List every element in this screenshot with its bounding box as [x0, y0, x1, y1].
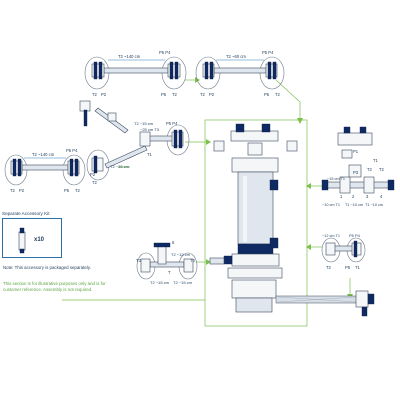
part-label: T2 [326, 265, 332, 270]
illustrative-note: This section is for illustrative purpose… [3, 281, 106, 292]
length-label: ~25 cm T3 [140, 127, 160, 132]
accessory-note: Note: This accessory is packaged separat… [3, 265, 91, 270]
accessory-quantity: x10 [34, 237, 45, 243]
length-label: ~15 cm T1 [327, 177, 345, 181]
part-label: P5 [161, 92, 167, 97]
length-label: T2 ~15 cm [173, 280, 193, 285]
part-label: T2 [200, 92, 206, 97]
part-label: P5 [264, 92, 270, 97]
length-label: ~12 cm T1 [322, 234, 340, 238]
filter-housing [209, 123, 298, 313]
part-label: P3 [353, 170, 359, 175]
pipe-assembly-top-left: T2 ~140 cm P5 P4 T2 P2 P5 T2 [84, 50, 187, 97]
part-label: T2 [75, 188, 81, 193]
pipe-assembly-left: T2 ~140 cm P5 P4 T2 P2 P5 T2 [4, 148, 86, 193]
part-label: P5 P4 [159, 50, 171, 55]
part-label: P5 P4 [262, 50, 274, 55]
accessory-part-icon [18, 227, 26, 254]
pipe-assembly-angled: T2 ~15 cm ~25 cm T3 T2 ~35 cm P5 P4 T1 P… [79, 100, 190, 185]
part-label: P5 P4 [166, 121, 178, 126]
part-label: 6 [172, 240, 175, 245]
tee-assembly-right: P1 P3 T1 T2 T2 ~15 cm T1 1 2 3 4 ~10 cm … [321, 126, 395, 207]
part-label: T2 [275, 92, 281, 97]
part-label: P2 [90, 172, 96, 177]
length-label: T2 ~15 cm [150, 280, 170, 285]
pipe-assembly-right-lower: ~12 cm T1 P5 P4 T2 P5 T1 [321, 233, 366, 270]
length-label: T2 ~60 cm [226, 54, 246, 59]
reference-leader-lines [62, 77, 353, 327]
part-label: T1 [355, 265, 361, 270]
length-label: T1 ~10 cm [365, 203, 383, 207]
part-label: T4 [190, 258, 196, 263]
part-label: 4 [380, 194, 383, 199]
length-label: T2 ~140 cm [32, 152, 55, 157]
assembly-frame [204, 119, 308, 327]
part-label: T2 [10, 188, 16, 193]
part-label: T1 [147, 152, 153, 157]
part-label: P2 [209, 92, 215, 97]
part-label: T3 [136, 258, 142, 263]
length-label: T2 ~35 cm [110, 164, 130, 169]
accessory-kit-box [2, 218, 62, 258]
part-label: 2 [352, 194, 355, 199]
part-label: P1 [353, 149, 359, 154]
part-label: 3 [366, 194, 369, 199]
part-label: T1 [373, 158, 379, 163]
part-label: P5 P4 [349, 233, 361, 238]
pipe-assembly-top-right: T2 ~60 cm P5 P4 T2 P2 P5 T2 [195, 50, 285, 97]
part-label: P5 [64, 188, 70, 193]
part-label: P5 [345, 265, 351, 270]
part-label: T [168, 270, 171, 275]
length-label: ~10 cm T1 [322, 203, 340, 207]
length-label: T1 ~10 cm [345, 203, 363, 207]
part-label: 1 [340, 194, 343, 199]
part-label: P5 P4 [66, 148, 78, 153]
length-label: T2 ~140 cm [118, 54, 141, 59]
length-label: T2 ~12 cm [171, 252, 191, 257]
part-label: T2 [92, 180, 98, 185]
length-label: T2 ~15 cm [134, 121, 154, 126]
accessory-kit-title: Separate Accessory Kit [2, 211, 50, 216]
part-label: T2 [92, 92, 98, 97]
part-label: T2 [367, 167, 373, 172]
braided-hose [275, 290, 375, 317]
part-label: T2 [172, 92, 178, 97]
part-label: P2 [101, 92, 107, 97]
part-label: T2 [379, 167, 385, 172]
valve-assembly-bottom: 6 T2 ~12 cm T3 T T2 ~15 cm T2 ~15 cm T4 [136, 240, 198, 285]
part-label: P2 [19, 188, 25, 193]
